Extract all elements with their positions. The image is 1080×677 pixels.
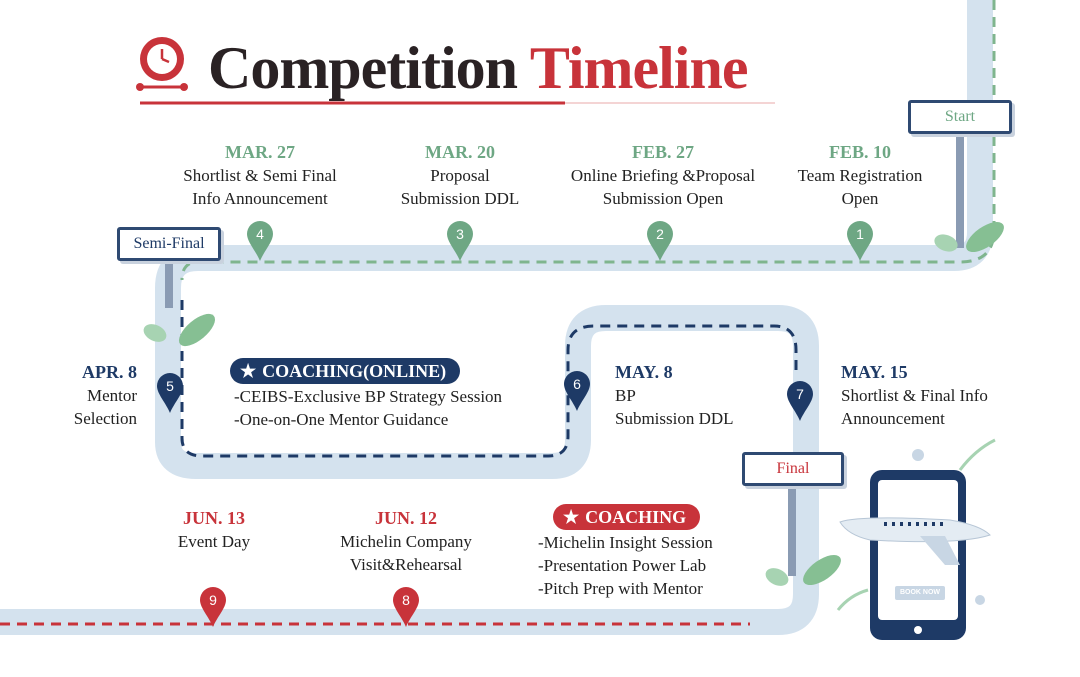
leaf-icon — [836, 438, 996, 611]
milestone-8: JUN. 12 Michelin Company Visit&Rehearsal — [320, 507, 492, 576]
coaching-item: -Michelin Insight Session — [538, 533, 713, 552]
title-word-competition: Competition — [208, 35, 518, 101]
milestone-line: Open — [841, 189, 879, 208]
milestone-markers: 1 2 3 4 5 6 7 8 9 — [157, 221, 873, 627]
milestone-line: Shortlist & Semi Final — [183, 166, 337, 185]
milestone-number: 7 — [796, 386, 804, 402]
map-pin-icon: 8 — [393, 587, 419, 627]
star-icon: ★ — [240, 361, 257, 381]
map-pin-icon: 7 — [787, 381, 813, 421]
coaching-online-list: -CEIBS-Exclusive BP Strategy Session -On… — [234, 385, 554, 431]
start-sign-post — [956, 130, 964, 248]
map-pin-icon: 4 — [247, 221, 273, 261]
milestone-line: Shortlist & Final Info — [841, 386, 988, 405]
milestone-number: 8 — [402, 592, 410, 608]
milestone-date: JUN. 13 — [183, 508, 245, 528]
airplane-icon — [839, 517, 991, 565]
coaching-list: -Michelin Insight Session -Presentation … — [538, 531, 778, 600]
milestone-date: FEB. 27 — [631, 142, 694, 162]
coaching-online-label: COACHING(ONLINE) — [262, 361, 447, 381]
milestone-date: APR. 8 — [82, 362, 137, 382]
milestone-date: MAY. 15 — [841, 362, 908, 382]
leaf-icon — [143, 313, 216, 347]
coaching-item: -Pitch Prep with Mentor — [538, 579, 703, 598]
start-sign: Start — [908, 100, 1012, 134]
milestone-line: Michelin Company — [340, 532, 472, 551]
milestone-9: JUN. 13 Event Day — [154, 507, 274, 553]
final-sign-post — [788, 482, 796, 576]
milestone-line: Submission DDL — [615, 409, 734, 428]
map-pin-icon: 2 — [647, 221, 673, 261]
milestone-line: Proposal — [430, 166, 490, 185]
coaching-online-item: -CEIBS-Exclusive BP Strategy Session — [234, 387, 503, 406]
milestone-line: Submission Open — [602, 189, 724, 208]
title-word-timeline: Timeline — [529, 35, 749, 101]
milestone-date: JUN. 12 — [375, 508, 437, 528]
milestone-number: 1 — [856, 226, 864, 242]
milestone-date: FEB. 10 — [828, 142, 891, 162]
semi-final-sign-post — [165, 258, 173, 308]
milestone-1: FEB. 10 Team Registration Open — [780, 141, 940, 210]
map-pin-icon: 3 — [447, 221, 473, 261]
milestone-line: Info Announcement — [192, 189, 328, 208]
milestone-line: Event Day — [177, 532, 251, 551]
map-pin-icon: 5 — [157, 373, 183, 413]
milestone-line: Selection — [73, 409, 137, 428]
page-title: Competition Timeline — [208, 28, 749, 108]
milestone-line: Visit&Rehearsal — [349, 555, 463, 574]
coaching-item: -Presentation Power Lab — [538, 556, 707, 575]
coaching-online-item: -One-on-One Mentor Guidance — [234, 410, 449, 429]
milestone-number: 3 — [456, 226, 464, 242]
milestone-number: 4 — [256, 226, 264, 242]
milestone-2: FEB. 27 Online Briefing &Proposal Submis… — [552, 141, 774, 210]
semi-final-sign: Semi-Final — [117, 227, 221, 261]
milestone-date: MAY. 8 — [615, 362, 673, 382]
milestone-number: 2 — [656, 226, 664, 242]
milestone-number: 9 — [209, 592, 217, 608]
milestone-4: MAR. 27 Shortlist & Semi Final Info Anno… — [160, 141, 360, 210]
leaf-icon — [765, 554, 841, 586]
milestone-3: MAR. 20 Proposal Submission DDL — [385, 141, 535, 210]
milestone-5: APR. 8 Mentor Selection — [40, 361, 137, 430]
milestone-number: 6 — [573, 376, 581, 392]
coaching-label: COACHING — [585, 507, 687, 527]
star-icon: ★ — [563, 507, 580, 527]
milestone-6: MAY. 8 BP Submission DDL — [615, 361, 765, 430]
coaching-online-badge: ★COACHING(ONLINE) — [230, 358, 461, 384]
map-pin-icon: 9 — [200, 587, 226, 627]
alarm-clock-icon — [136, 37, 188, 91]
map-pin-icon: 1 — [847, 221, 873, 261]
milestone-line: BP — [615, 386, 636, 405]
milestone-line: Online Briefing &Proposal — [570, 166, 756, 185]
navy-dashed-route — [180, 300, 798, 458]
map-pin-icon: 6 — [564, 371, 590, 411]
milestone-7: MAY. 15 Shortlist & Final Info Announcem… — [841, 361, 1041, 430]
milestone-line: Team Registration — [797, 166, 923, 185]
milestone-line: Submission DDL — [400, 189, 520, 208]
milestone-line: Announcement — [841, 409, 945, 428]
milestone-line: Mentor — [86, 386, 137, 405]
milestone-number: 5 — [166, 378, 174, 394]
milestone-date: MAR. 20 — [425, 142, 495, 162]
milestone-date: MAR. 27 — [225, 142, 295, 162]
book-now-button[interactable]: BOOK NOW — [895, 586, 945, 600]
leaf-icon — [934, 221, 1004, 253]
coaching-badge: ★COACHING — [553, 504, 701, 530]
final-sign: Final — [742, 452, 844, 486]
